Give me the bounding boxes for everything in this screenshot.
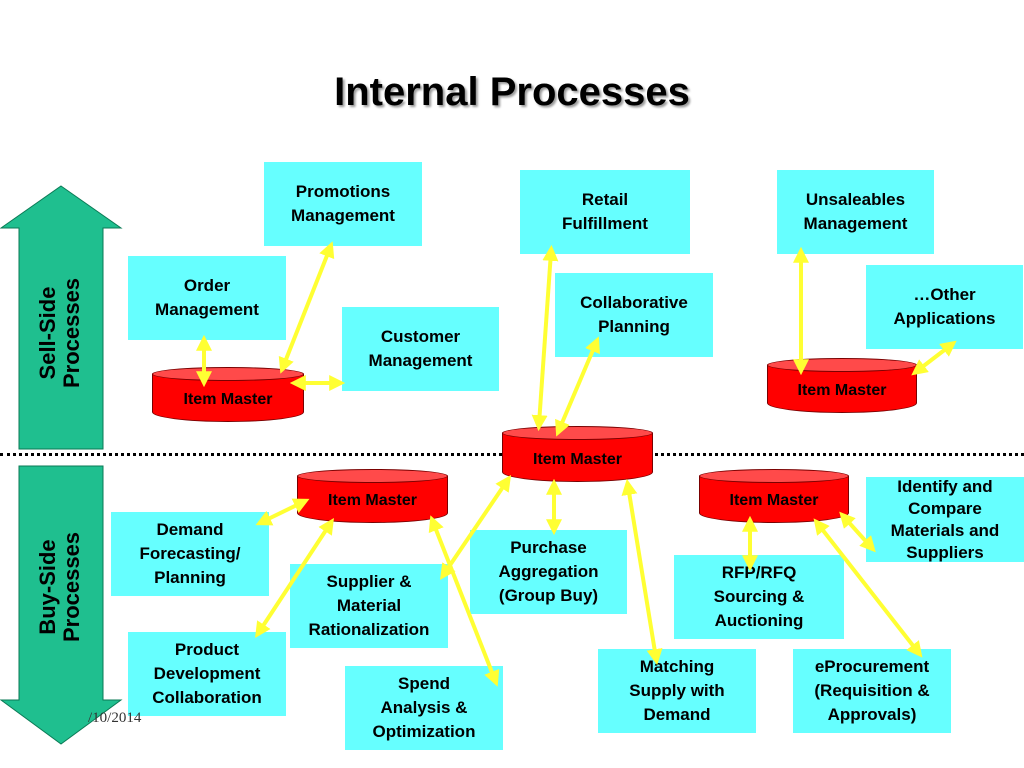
- page-title: Internal Processes: [334, 70, 690, 114]
- item-master-cylinder-buy-right: Item Master: [699, 469, 849, 523]
- item-master-label: Item Master: [729, 492, 819, 509]
- product-development-box: Product Development Collaboration: [128, 632, 286, 716]
- promotions-management-box: Promotions Management: [264, 162, 422, 246]
- item-master-label: Item Master: [533, 451, 622, 468]
- item-master-cylinder-center: Item Master: [502, 426, 653, 482]
- item-master-cylinder-buy-left: Item Master: [297, 469, 448, 523]
- item-master-cylinder-sell-left: Item Master: [152, 367, 304, 422]
- other-applications-box: …Other Applications: [866, 265, 1023, 349]
- matching-supply-box: Matching Supply with Demand: [598, 649, 756, 733]
- item-master-label: Item Master: [797, 382, 887, 399]
- buy-side-label: Buy-Side Processes: [35, 531, 84, 643]
- spend-analysis-box: Spend Analysis & Optimization: [345, 666, 503, 750]
- date-text: /10/2014: [88, 710, 142, 726]
- sell-side-label: Sell-Side Processes: [35, 277, 84, 389]
- retail-fulfillment-box: Retail Fulfillment: [520, 170, 690, 254]
- order-management-box: Order Management: [128, 256, 286, 340]
- demand-forecasting-box: Demand Forecasting/ Planning: [111, 512, 269, 596]
- rfp-rfq-box: RFP/RFQ Sourcing & Auctioning: [674, 555, 844, 639]
- collaborative-planning-box: Collaborative Planning: [555, 273, 713, 357]
- item-master-label: Item Master: [183, 391, 273, 408]
- unsaleables-management-box: Unsaleables Management: [777, 170, 934, 254]
- supplier-rationalization-box: Supplier & Material Rationalization: [290, 564, 448, 648]
- item-master-label: Item Master: [328, 492, 417, 509]
- buy-side-arrow: [0, 465, 123, 745]
- item-master-cylinder-sell-right: Item Master: [767, 358, 917, 413]
- eprocurement-box: eProcurement (Requisition & Approvals): [793, 649, 951, 733]
- sell-side-arrow: [0, 185, 123, 450]
- purchase-aggregation-box: Purchase Aggregation (Group Buy): [470, 530, 627, 614]
- customer-management-box: Customer Management: [342, 307, 499, 391]
- identify-compare-box: Identify and Compare Materials and Suppl…: [866, 477, 1024, 562]
